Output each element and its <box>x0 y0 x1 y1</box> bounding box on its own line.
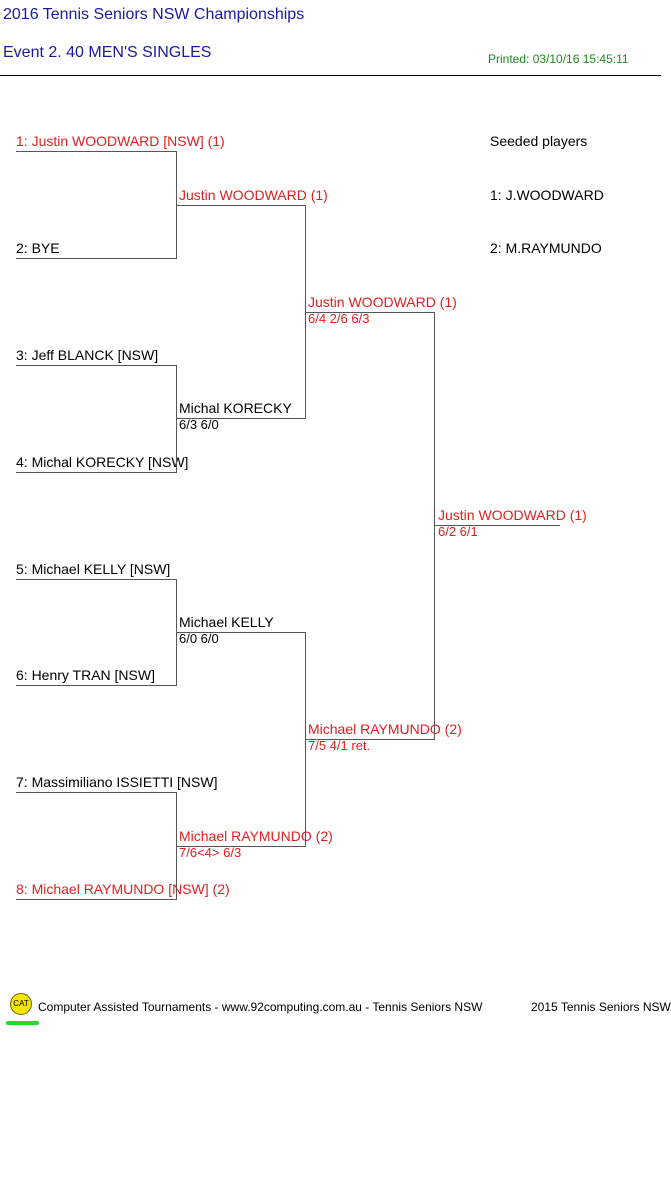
bracket-line <box>176 365 177 473</box>
entry-1: 1: Justin WOODWARD [NSW] (1) <box>16 133 225 149</box>
cat-logo-icon: CAT <box>10 993 32 1015</box>
bracket-line <box>177 205 306 206</box>
bracket-line <box>306 312 435 313</box>
bracket-line <box>305 632 306 847</box>
sf-winner-2: Michael RAYMUNDO (2) <box>308 721 462 737</box>
header-divider <box>0 75 661 76</box>
final-score: 6/2 6/1 <box>438 524 478 539</box>
r2-winner-2: Michal KORECKY <box>179 400 292 416</box>
bracket-line <box>434 312 435 740</box>
footer-right: 2015 Tennis Seniors NSW <box>531 1000 671 1014</box>
r2-score-3: 6/0 6/0 <box>179 631 219 646</box>
logo-underline <box>6 1021 39 1025</box>
sf-score-2: 7/5 4/1 ret. <box>308 738 371 753</box>
bracket-line <box>16 151 177 152</box>
footer-credit: Computer Assisted Tournaments - www.92co… <box>38 1000 483 1014</box>
entry-7: 7: Massimiliano ISSIETTI [NSW] <box>16 774 218 790</box>
entry-8: 8: Michael RAYMUNDO [NSW] (2) <box>16 881 230 897</box>
bracket-line <box>306 739 435 740</box>
seed-1: 1: J.WOODWARD <box>490 187 604 203</box>
r2-winner-1: Justin WOODWARD (1) <box>179 187 328 203</box>
bracket-line <box>177 846 306 847</box>
entry-6: 6: Henry TRAN [NSW] <box>16 667 155 683</box>
bracket-line <box>16 472 177 473</box>
seeded-heading: Seeded players <box>490 133 588 149</box>
bracket-line <box>16 258 177 259</box>
r2-winner-4: Michael RAYMUNDO (2) <box>179 828 333 844</box>
bracket-line <box>177 418 306 419</box>
printed-timestamp: Printed: 03/10/16 15:45:11 <box>488 52 629 66</box>
bracket-line <box>435 525 560 526</box>
champion-name: Justin WOODWARD (1) <box>438 507 587 523</box>
r2-score-2: 6/3 6/0 <box>179 417 219 432</box>
bracket-line <box>16 792 177 793</box>
bracket-line <box>305 205 306 419</box>
sf-score-1: 6/4 2/6 6/3 <box>308 311 370 326</box>
entry-5: 5: Michael KELLY [NSW] <box>16 561 171 577</box>
bracket-line <box>16 365 177 366</box>
bracket-line <box>176 579 177 686</box>
bracket-line <box>16 899 177 900</box>
tournament-title: 2016 Tennis Seniors NSW Championships <box>3 6 305 23</box>
bracket-line <box>16 579 177 580</box>
bracket-line <box>16 685 177 686</box>
entry-2: 2: BYE <box>16 240 60 256</box>
bracket-line <box>177 632 306 633</box>
event-title: Event 2. 40 MEN'S SINGLES <box>3 44 212 61</box>
bracket-line <box>176 792 177 900</box>
entry-3: 3: Jeff BLANCK [NSW] <box>16 347 159 363</box>
r2-score-4: 7/6<4> 6/3 <box>179 845 242 860</box>
r2-winner-3: Michael KELLY <box>179 614 274 630</box>
entry-4: 4: Michal KORECKY [NSW] <box>16 454 189 470</box>
seed-2: 2: M.RAYMUNDO <box>490 240 602 256</box>
sf-winner-1: Justin WOODWARD (1) <box>308 294 457 310</box>
bracket-line <box>176 151 177 259</box>
